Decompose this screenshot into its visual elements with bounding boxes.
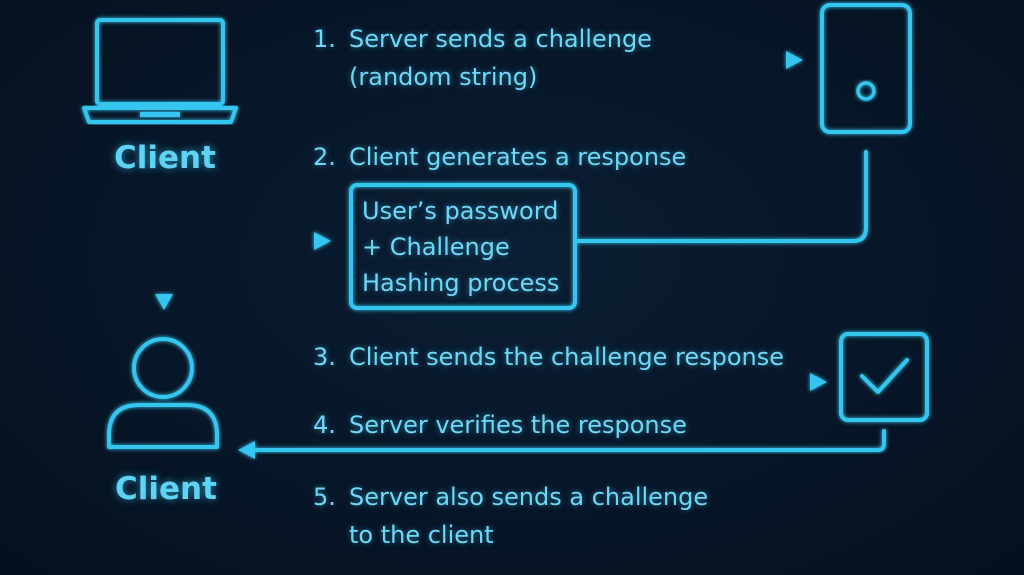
step-4-label: 4. Server verifies the response	[313, 406, 687, 444]
step-5-subtext: to the client	[349, 521, 494, 549]
step-2-text: Client generates a response	[349, 143, 687, 171]
connector-server-to-box	[576, 150, 868, 243]
step-3-number: 3.	[313, 343, 336, 371]
step-4-number: 4.	[313, 411, 336, 439]
step-5-number: 5.	[313, 483, 336, 511]
step-2-number: 2.	[313, 143, 336, 171]
step-5-label: 5. Server also sends a challenge to the c…	[313, 478, 708, 554]
step-1-subtext: (random string)	[349, 63, 538, 91]
arrow-step1	[254, 51, 803, 69]
process-box-line-2: + Challenge	[362, 233, 510, 261]
step-3-label: 3. Client sends the challenge response	[313, 338, 784, 376]
process-box-line-3: Hashing process	[362, 269, 560, 297]
server-icon	[820, 3, 912, 134]
arrow-step3	[236, 373, 827, 391]
arrow-client-generates	[155, 200, 331, 310]
step-1-label: 1. Server sends a challenge (random strin…	[313, 20, 652, 96]
process-box	[349, 183, 577, 310]
user-icon	[107, 337, 219, 449]
step-2-label: 2. Client generates a response	[313, 138, 686, 176]
client-label-bottom: Client	[115, 471, 217, 507]
laptop-icon	[82, 18, 238, 124]
step-5-text: Server also sends a challenge	[349, 483, 709, 511]
checkmark-icon	[839, 332, 929, 422]
step-4-text: Server verifies the response	[349, 411, 687, 439]
step-1-number: 1.	[313, 25, 336, 53]
process-box-line-1: User’s password	[362, 197, 559, 225]
arrow-step4	[238, 429, 886, 459]
step-3-text: Client sends the challenge response	[349, 343, 785, 371]
client-label-top: Client	[114, 140, 216, 176]
step-1-text: Server sends a challenge	[349, 25, 652, 53]
